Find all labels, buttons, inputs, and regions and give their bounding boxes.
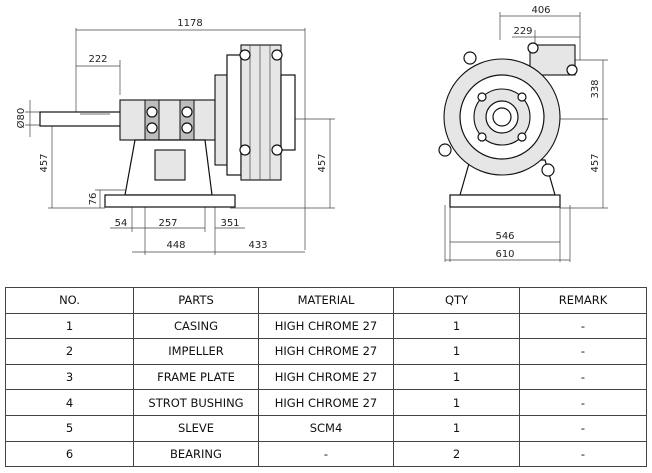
table-header-row: NO. PARTS MATERIAL QTY REMARK	[5, 287, 647, 314]
dim-448: 448	[166, 240, 185, 251]
dim-end-offset: 229	[513, 26, 532, 37]
header-qty: QTY	[393, 287, 520, 314]
parts-table: NO. PARTS MATERIAL QTY REMARK 1 CASING H…	[5, 287, 647, 468]
dim-base-thickness: 76	[88, 193, 99, 206]
dim-center-height-mid: 457	[317, 153, 328, 172]
cell-qty: 1	[393, 312, 520, 340]
base-plate	[104, 194, 236, 208]
cell-remark: -	[519, 389, 647, 416]
cell-no: 6	[5, 440, 134, 468]
table-row: 4 STROT BUSHING HIGH CHROME 27 1 -	[5, 389, 647, 416]
cell-material: HIGH CHROME 27	[258, 363, 394, 391]
cell-remark: -	[519, 440, 647, 468]
dim-end-height-338: 338	[590, 79, 601, 98]
bearing-housing-1	[144, 99, 160, 141]
dim-54: 54	[115, 218, 128, 229]
cell-qty: 1	[393, 338, 520, 365]
cell-material: -	[258, 440, 394, 468]
bolt-4	[181, 122, 193, 134]
hub-bolt-3	[477, 132, 487, 142]
cell-remark: -	[519, 414, 647, 442]
cell-qty: 1	[393, 363, 520, 391]
table-row: 6 BEARING - 2 -	[5, 440, 647, 468]
suction-eye-center	[492, 107, 512, 127]
bolt-2	[181, 106, 193, 118]
bearing-housing-2	[179, 99, 195, 141]
suction-cover	[280, 74, 296, 151]
nozzle-bolt-2	[566, 64, 578, 76]
header-remark: REMARK	[519, 287, 647, 314]
cell-material: HIGH CHROME 27	[258, 312, 394, 340]
end-base	[449, 194, 561, 208]
casing-bolt-1	[239, 49, 251, 61]
bolt-1	[146, 106, 158, 118]
casing-bolt-4	[271, 144, 283, 156]
end-view: 406 229 338 457 546 610	[438, 5, 608, 262]
dim-center-height-right: 457	[590, 153, 601, 172]
dim-351: 351	[220, 218, 239, 229]
dim-257: 257	[158, 218, 177, 229]
cell-material: HIGH CHROME 27	[258, 338, 394, 365]
pump-drawing-svg: 1178 222 Ø80 457 76 54 257 351 448 433 4…	[15, 5, 608, 262]
pump-drawing: 1178 222 Ø80 457 76 54 257 351 448 433 4…	[15, 5, 608, 262]
casing-bolt-2	[271, 49, 283, 61]
lug-bolt-1	[463, 51, 477, 65]
casing-flange-left	[226, 54, 242, 176]
cell-qty: 1	[393, 414, 520, 442]
cell-part: CASING	[133, 312, 259, 340]
lug-bolt-3	[541, 163, 555, 177]
hub-bolt-1	[477, 92, 487, 102]
hub-bolt-2	[517, 92, 527, 102]
header-parts: PARTS	[133, 287, 259, 314]
cell-part: SLEVE	[133, 414, 259, 442]
cell-no: 4	[5, 389, 134, 416]
cell-qty: 2	[393, 440, 520, 468]
cell-remark: -	[519, 312, 647, 340]
frame-plate	[214, 74, 228, 166]
casing	[240, 44, 282, 181]
nozzle-bolt-1	[527, 42, 539, 54]
cell-no: 2	[5, 338, 134, 365]
bearing-frame	[119, 99, 216, 141]
cell-material: SCM4	[258, 414, 394, 442]
header-no: NO.	[5, 287, 134, 314]
cell-no: 5	[5, 414, 134, 442]
dim-shaft-extension: 222	[88, 54, 107, 65]
cell-part: BEARING	[133, 440, 259, 468]
adjust-assembly	[154, 149, 186, 181]
cell-material: HIGH CHROME 27	[258, 389, 394, 416]
casing-bolt-3	[239, 144, 251, 156]
cell-part: FRAME PLATE	[133, 363, 259, 391]
dim-overall-length: 1178	[177, 18, 202, 29]
table-row: 5 SLEVE SCM4 1 -	[5, 414, 647, 442]
dim-center-height-left: 457	[39, 153, 50, 172]
lug-bolt-2	[438, 143, 452, 157]
dim-end-width-top: 406	[531, 5, 550, 16]
dim-433: 433	[248, 240, 267, 251]
bolt-3	[146, 122, 158, 134]
cell-remark: -	[519, 363, 647, 391]
table-row: 1 CASING HIGH CHROME 27 1 -	[5, 312, 647, 340]
dim-base-outer: 610	[495, 249, 514, 260]
dim-base-inner: 546	[495, 231, 514, 242]
side-view: 1178 222 Ø80 457 76 54 257 351 448 433 4…	[15, 18, 335, 255]
cell-no: 1	[5, 312, 134, 340]
header-material: MATERIAL	[258, 287, 394, 314]
dim-shaft-diameter: Ø80	[15, 108, 27, 129]
cell-no: 3	[5, 363, 134, 391]
cell-qty: 1	[393, 389, 520, 416]
table-row: 3 FRAME PLATE HIGH CHROME 27 1 -	[5, 363, 647, 391]
table-row: 2 IMPELLER HIGH CHROME 27 1 -	[5, 338, 647, 365]
hub-bolt-4	[517, 132, 527, 142]
cell-remark: -	[519, 338, 647, 365]
cell-part: STROT BUSHING	[133, 389, 259, 416]
cell-part: IMPELLER	[133, 338, 259, 365]
